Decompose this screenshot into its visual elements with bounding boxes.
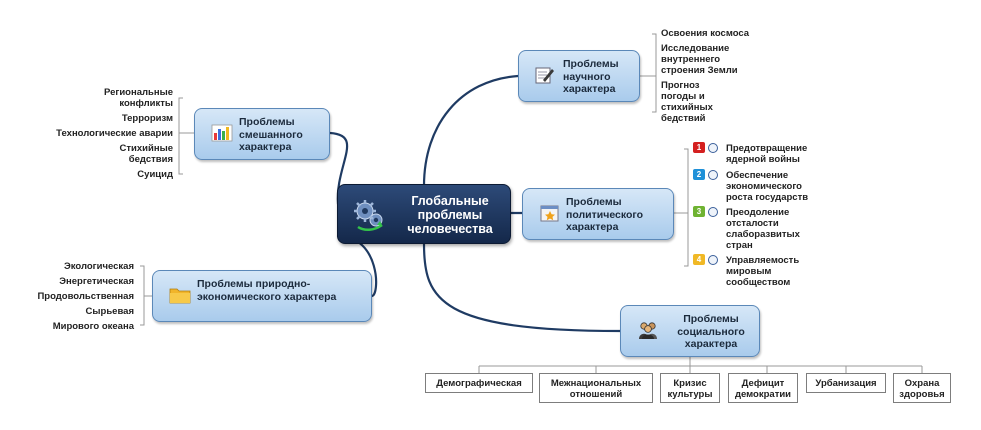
mixed-item[interactable]: Стихийные бедствия <box>119 143 173 165</box>
social-item[interactable]: Охрана здоровья <box>893 373 951 403</box>
topic-social[interactable]: Проблемы социального характера <box>620 305 760 357</box>
priority-3-icon: 3 <box>693 206 705 217</box>
task-circle-icon[interactable] <box>708 255 718 265</box>
topic-political-title: Проблемы политического характера <box>566 196 644 233</box>
task-circle-icon[interactable] <box>708 207 718 217</box>
topic-political[interactable]: Проблемы политического характера <box>522 188 674 240</box>
topic-scientific-title: Проблемы научного характера <box>563 58 619 95</box>
political-item[interactable]: Обеспечение экономического роста государ… <box>726 170 809 203</box>
mixed-item[interactable]: Суицид <box>137 169 173 180</box>
mixed-item[interactable]: Региональные конфликты <box>103 87 173 109</box>
notepad-pencil-icon <box>535 65 555 90</box>
natural-item[interactable]: Продовольственная <box>37 291 134 302</box>
natural-item[interactable]: Энергетическая <box>59 276 134 287</box>
topic-natural-title: Проблемы природно-экономического характе… <box>197 278 337 303</box>
social-item[interactable]: Межнациональных отношений <box>539 373 653 403</box>
priority-2-icon: 2 <box>693 169 705 180</box>
priority-4-icon: 4 <box>693 254 705 265</box>
social-item[interactable]: Дефицит демократии <box>728 373 798 403</box>
task-circle-icon[interactable] <box>708 170 718 180</box>
mixed-item[interactable]: Технологические аварии <box>56 128 173 139</box>
natural-item[interactable]: Сырьевая <box>85 306 134 317</box>
natural-item[interactable]: Мирового океана <box>52 321 134 332</box>
mixed-item[interactable]: Терроризм <box>121 113 173 124</box>
gears-icon <box>352 197 388 238</box>
central-title: Глобальные проблемы человечества <box>407 194 493 236</box>
topic-social-title: Проблемы социального характера <box>677 313 745 350</box>
scientific-item[interactable]: Прогноз погоды и стихийных бедствий <box>661 80 713 124</box>
bar-chart-icon <box>211 124 233 147</box>
scientific-item[interactable]: Исследование внутреннего строения Земли <box>661 43 738 76</box>
political-item[interactable]: Предотвращение ядерной войны <box>726 143 808 165</box>
natural-item[interactable]: Экологическая <box>63 261 134 272</box>
topic-mixed[interactable]: Проблемы смешанного характера <box>194 108 330 160</box>
folder-icon <box>169 286 191 309</box>
bracket-mixed <box>178 97 183 175</box>
political-item[interactable]: Преодоление отсталости слаборазвитых стр… <box>726 207 800 251</box>
political-item[interactable]: Управляемость мировым сообществом <box>726 255 800 288</box>
link-scientific <box>422 74 520 188</box>
central-topic[interactable]: Глобальные проблемы человечества <box>337 184 511 244</box>
bracket-political <box>684 148 689 267</box>
scientific-item[interactable]: Освоения космоса <box>661 28 750 39</box>
bracket-scientific <box>652 33 657 113</box>
social-item[interactable]: Демографическая <box>425 373 533 393</box>
social-item[interactable]: Кризис культуры <box>660 373 720 403</box>
people-icon <box>637 320 659 345</box>
bracket-natural <box>140 265 145 326</box>
link-social <box>422 242 622 333</box>
topic-scientific[interactable]: Проблемы научного характера <box>518 50 640 102</box>
window-star-icon <box>540 204 560 229</box>
topic-mixed-title: Проблемы смешанного характера <box>239 116 303 153</box>
priority-1-icon: 1 <box>693 142 705 153</box>
topic-natural[interactable]: Проблемы природно-экономического характе… <box>152 270 372 322</box>
task-circle-icon[interactable] <box>708 143 718 153</box>
social-item[interactable]: Урбанизация <box>806 373 886 393</box>
